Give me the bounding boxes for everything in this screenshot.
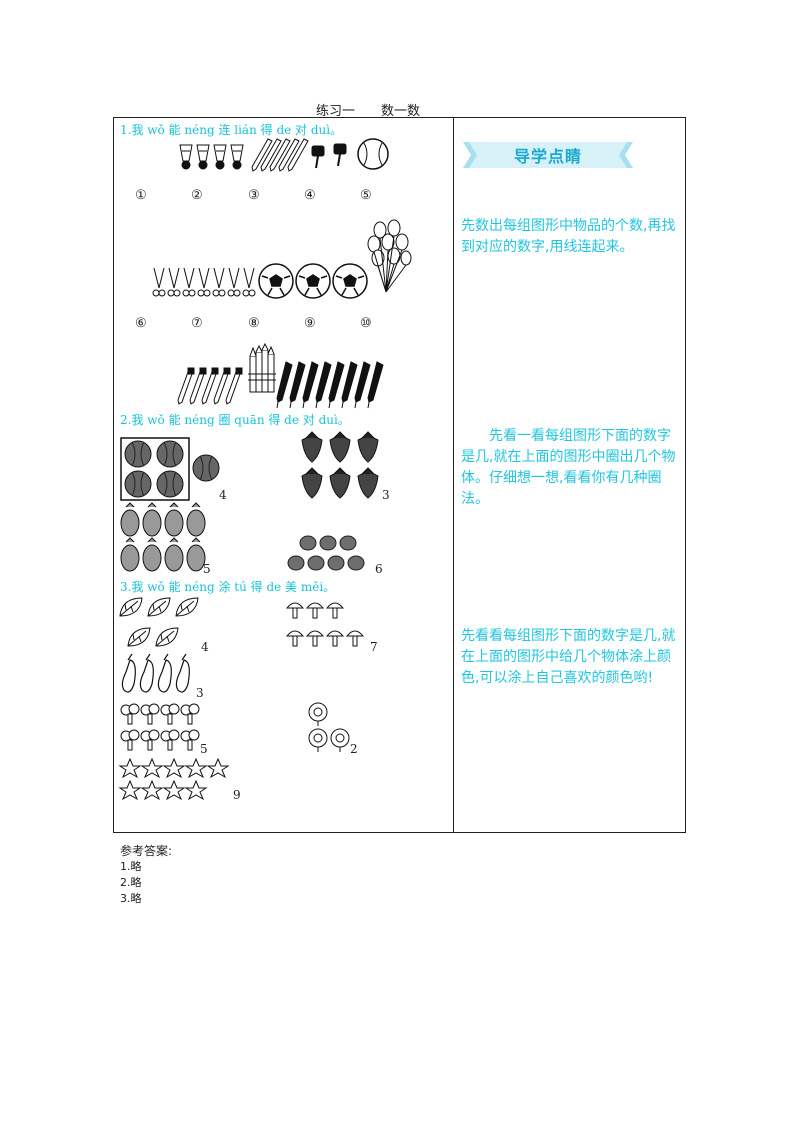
number-9: ⑨ xyxy=(304,316,316,331)
brush-icon xyxy=(177,367,243,405)
tip-circle: 先看一看每组图形下面的数字是几,就在上面的图形中圈出几个物体。仔细想一想,看看你… xyxy=(461,428,676,507)
tomato-icon xyxy=(287,535,365,571)
shuttlecock-icon xyxy=(179,144,244,170)
fountain-pen-icon xyxy=(276,361,384,409)
watermelon-count: 4 xyxy=(219,488,227,502)
number-8: ⑧ xyxy=(248,316,260,331)
pineapple-count: 5 xyxy=(203,562,211,576)
guide-banner xyxy=(463,142,633,168)
number-3: ③ xyxy=(248,188,260,203)
q2-label: 2.我 wǒ 能 néng 圈 quān 得 de 对 duì。 xyxy=(120,413,350,427)
pineapple-icon xyxy=(120,502,206,572)
number-7: ⑦ xyxy=(191,316,203,331)
number-2: ② xyxy=(191,188,203,203)
q3-label: 3.我 wǒ 能 néng 涂 tú 得 de 美 měi。 xyxy=(120,580,336,594)
scissors-icon xyxy=(152,267,256,297)
tree-count: 5 xyxy=(200,742,208,756)
eggplant-icon xyxy=(121,653,190,693)
number-4: ④ xyxy=(304,188,316,203)
watermelon-icon xyxy=(120,437,220,501)
q1-label: 1.我 wǒ 能 néng 连 lián 得 de 对 duì。 xyxy=(120,123,343,137)
pencil-icon xyxy=(251,138,309,172)
baseball-icon xyxy=(357,138,389,170)
star-icon xyxy=(118,757,230,801)
answer-2: 2.略 xyxy=(120,876,142,889)
number-5: ⑤ xyxy=(360,188,372,203)
flower-count: 2 xyxy=(350,742,358,756)
soccer-ball-icon xyxy=(258,263,368,299)
mushroom-icon xyxy=(285,602,365,647)
answers-heading: 参考答案: xyxy=(120,844,173,858)
key-icon xyxy=(311,143,347,169)
number-10: ⑩ xyxy=(360,316,372,331)
strawberry-icon xyxy=(301,431,379,499)
strawberry-count: 3 xyxy=(382,488,390,502)
number-6: ⑥ xyxy=(135,316,147,331)
answer-3: 3.略 xyxy=(120,892,142,905)
tree-icon xyxy=(120,703,200,751)
flower-icon xyxy=(308,702,350,752)
leaf-icon xyxy=(119,597,199,647)
star-count: 9 xyxy=(233,788,241,802)
leaf-count: 4 xyxy=(201,640,209,654)
number-1: ① xyxy=(135,188,147,203)
tip-color: 先看看每组图形下面的数字是几,就在上面的图形中给几个物体涂上颜色,可以涂上自己喜… xyxy=(461,628,676,686)
eggplant-count: 3 xyxy=(196,686,204,700)
column-divider xyxy=(453,117,454,833)
tip-connect: 先数出每组图形中物品的个数,再找到对应的数字,用线连起来。 xyxy=(461,218,676,255)
crayon-icon xyxy=(248,342,276,393)
answer-1: 1.略 xyxy=(120,860,142,873)
worksheet-frame xyxy=(113,117,686,833)
tomato-count: 6 xyxy=(375,562,383,576)
balloon-icon xyxy=(367,219,412,293)
page-title: 练习一 数一数 xyxy=(315,104,420,119)
mushroom-count: 7 xyxy=(370,640,378,654)
guide-banner-label: 导学点睛 xyxy=(513,147,582,166)
